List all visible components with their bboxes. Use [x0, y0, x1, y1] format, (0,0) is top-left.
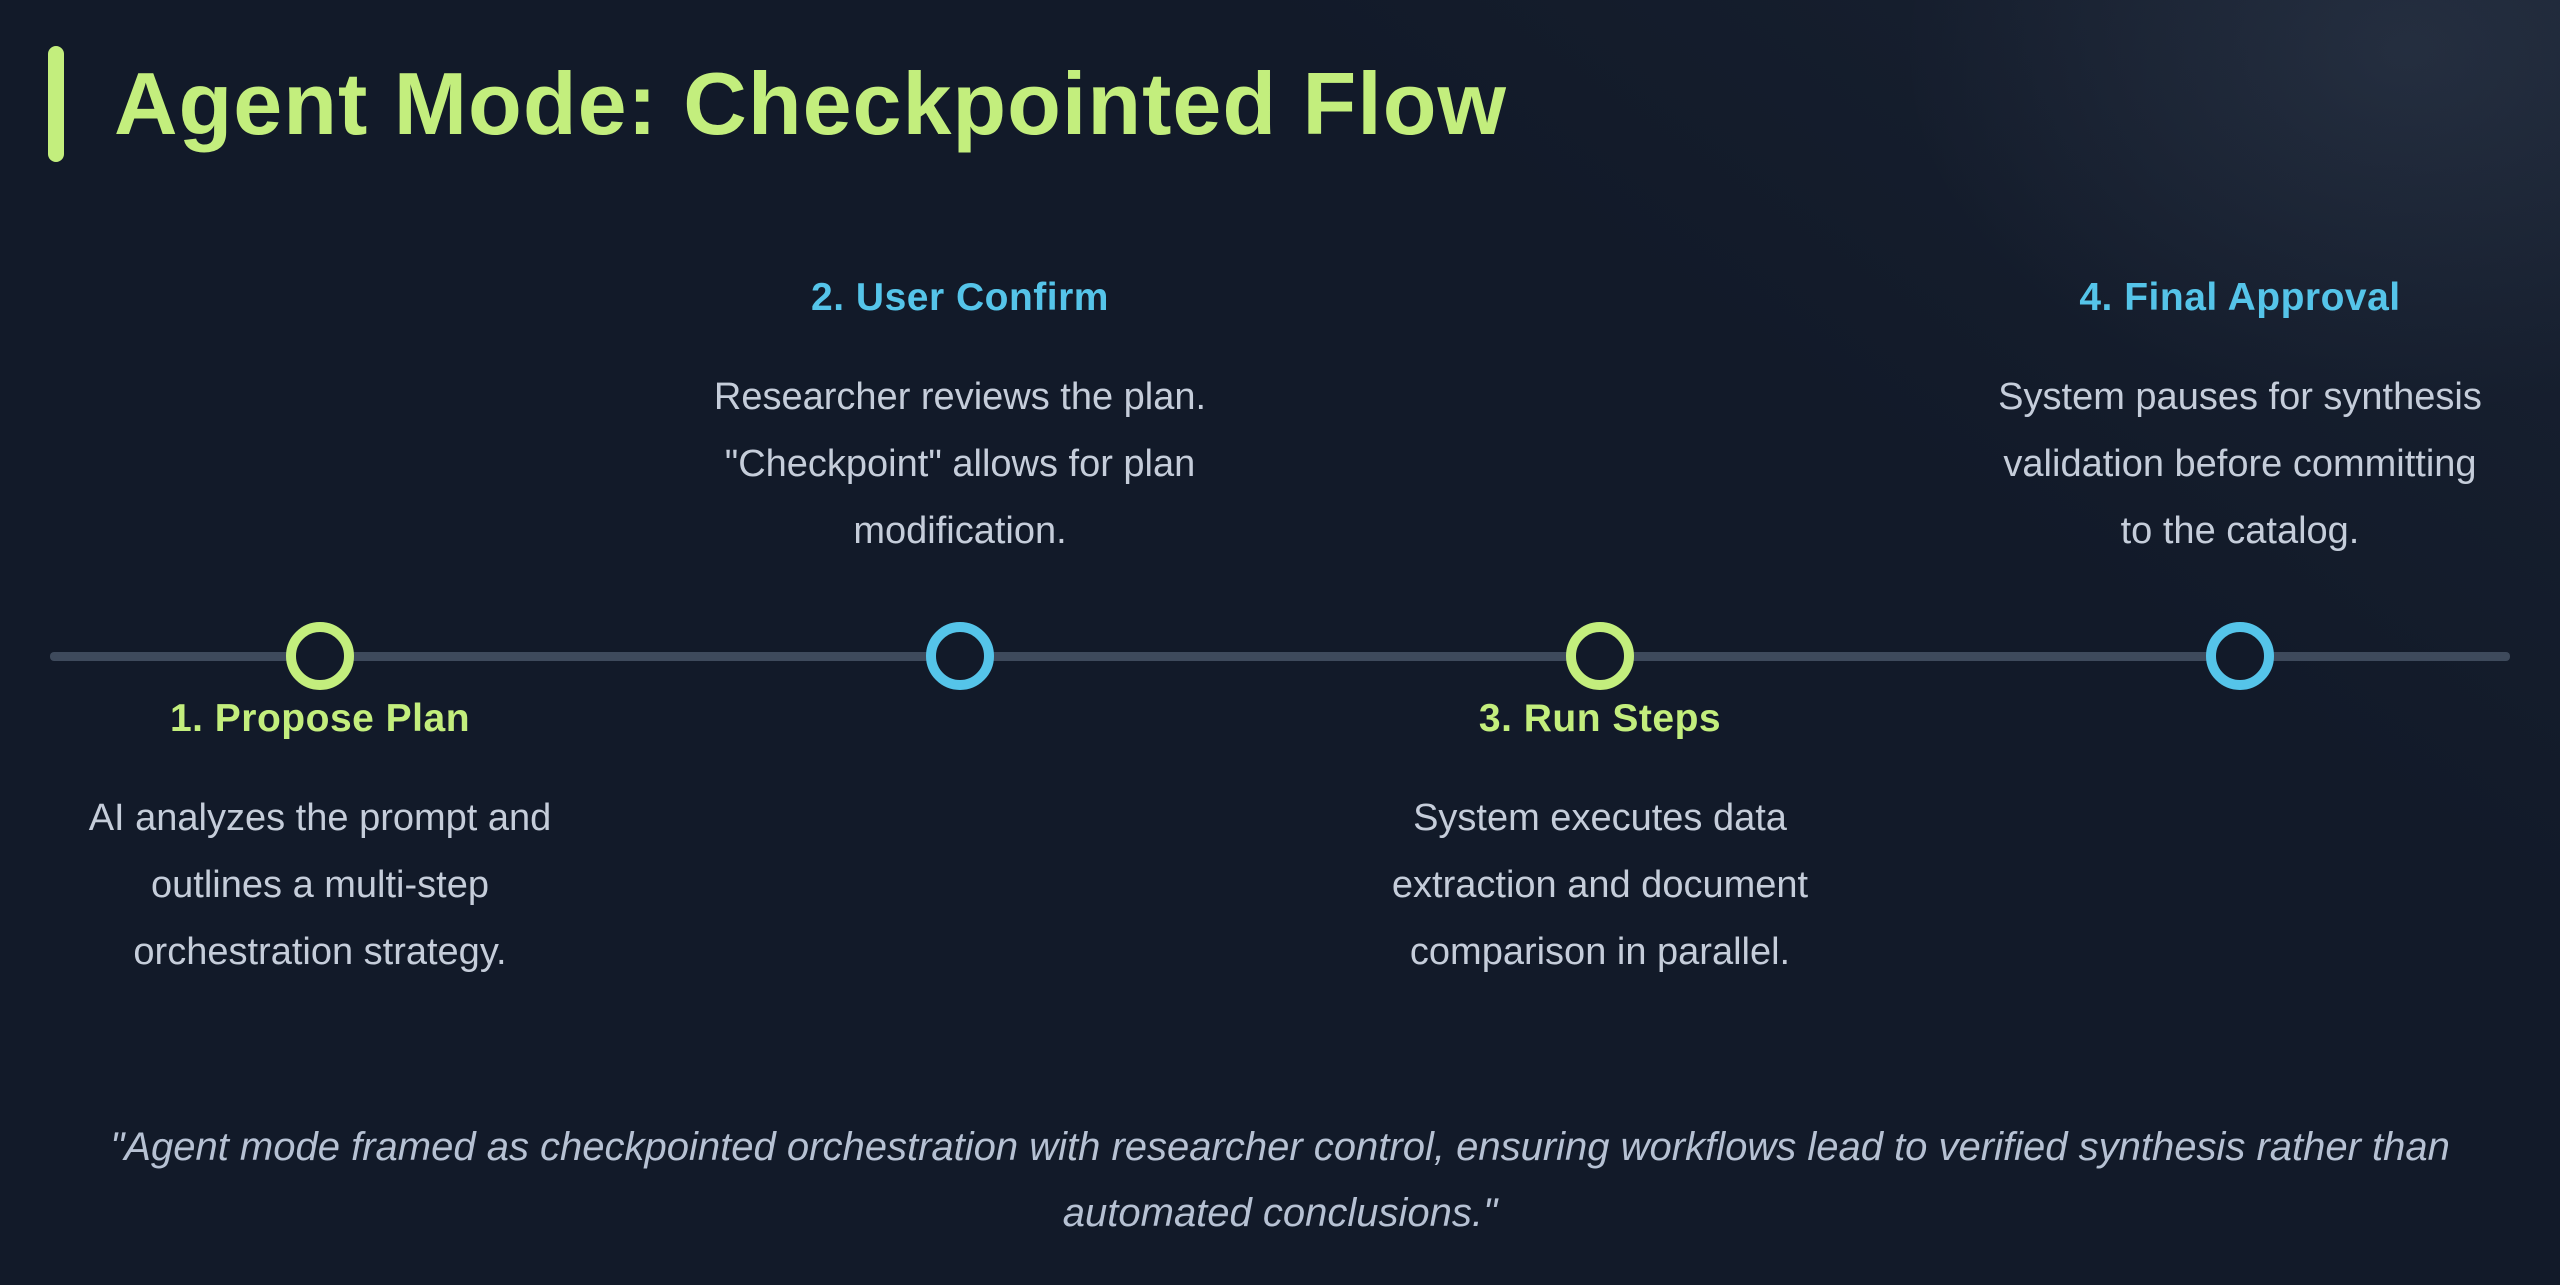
step-description: AI analyzes the prompt and outlines a mu…	[88, 797, 552, 973]
timeline-node-2	[926, 622, 994, 690]
step-block-1: 1. Propose Plan AI analyzes the prompt a…	[0, 697, 640, 986]
timeline-node-3	[1566, 622, 1634, 690]
title-accent-bar	[48, 46, 64, 162]
timeline-node-4	[2206, 622, 2274, 690]
step-block-3: 3. Run Steps System executes data extrac…	[1280, 697, 1920, 986]
step-label: 2. User Confirm	[811, 276, 1109, 319]
quote-text: "Agent mode framed as checkpointed orche…	[110, 1125, 2450, 1235]
slide-header: Agent Mode: Checkpointed Flow	[48, 46, 1507, 162]
step-label: 3. Run Steps	[1478, 697, 1722, 740]
step-block-4: 4. Final Approval System pauses for synt…	[1920, 276, 2560, 565]
step-description: System pauses for synthesis validation b…	[1998, 376, 2482, 552]
slide-title: Agent Mode: Checkpointed Flow	[114, 54, 1507, 153]
timeline-node-1	[286, 622, 354, 690]
timeline-line	[50, 652, 2510, 661]
step-label: 1. Propose Plan	[169, 697, 471, 740]
step-description: System executes data extraction and docu…	[1391, 797, 1809, 973]
step-description: Researcher reviews the plan. "Checkpoint…	[713, 376, 1207, 552]
step-block-2: 2. User Confirm Researcher reviews the p…	[640, 276, 1280, 565]
step-label: 4. Final Approval	[2079, 276, 2401, 319]
